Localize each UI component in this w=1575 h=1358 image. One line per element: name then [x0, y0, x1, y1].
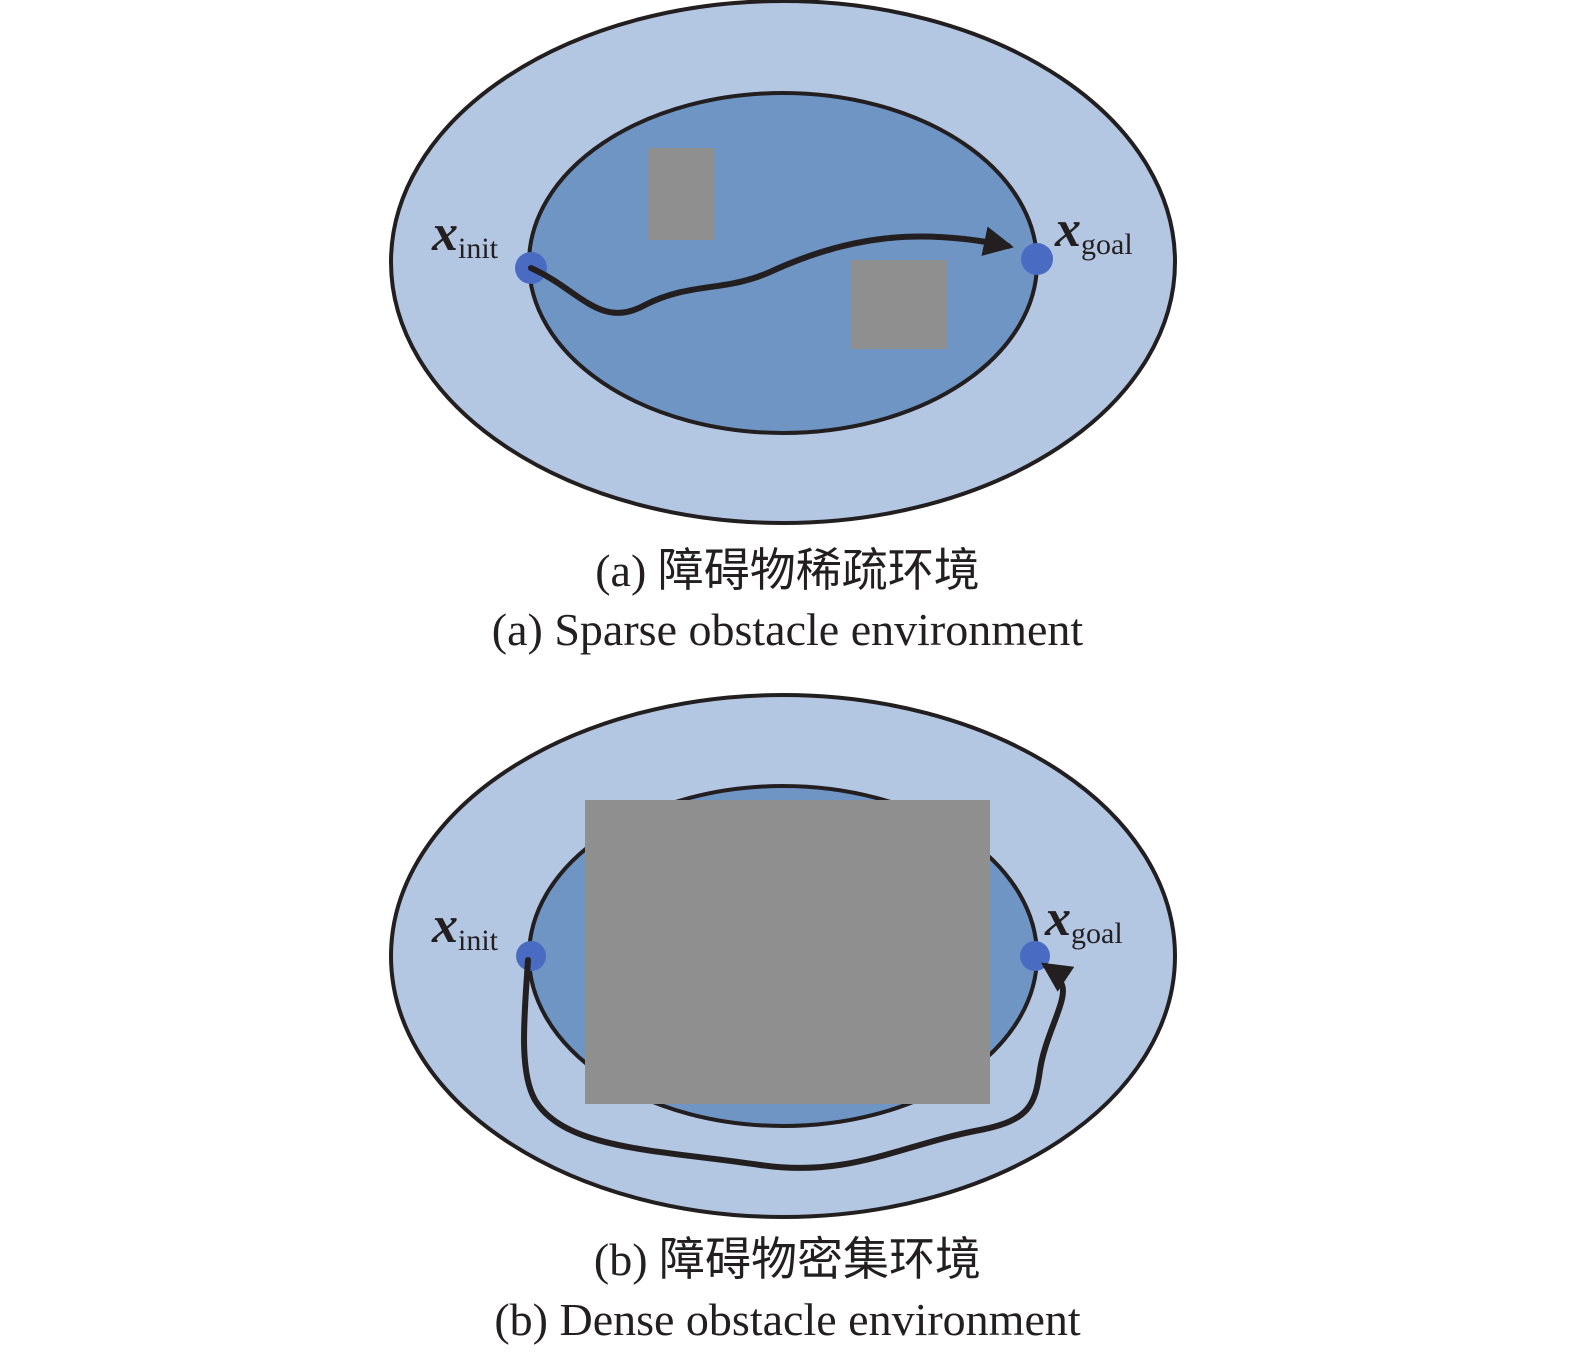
caption-a-en: (a) Sparse obstacle environment: [491, 604, 1084, 655]
obstacle: [851, 260, 947, 349]
panel-a-sparse: [389, 0, 1177, 525]
goal-label: xgoal: [1055, 201, 1133, 261]
caption-b-en: (b) Dense obstacle environment: [494, 1294, 1081, 1345]
init-node: [516, 941, 546, 971]
obstacle: [585, 800, 990, 1104]
goal-label: xgoal: [1045, 890, 1123, 950]
path-arrow: [528, 226, 1014, 316]
panel-b-dense: [389, 693, 1177, 1219]
init-label: xinit: [432, 897, 499, 957]
path-arrow: [521, 957, 1075, 1171]
obstacle: [648, 148, 714, 240]
init-label: xinit: [432, 205, 499, 265]
caption-a-zh: (a) 障碍物稀疏环境: [595, 545, 980, 596]
caption-b-zh: (b) 障碍物密集环境: [593, 1234, 982, 1285]
goal-node: [1021, 243, 1053, 275]
